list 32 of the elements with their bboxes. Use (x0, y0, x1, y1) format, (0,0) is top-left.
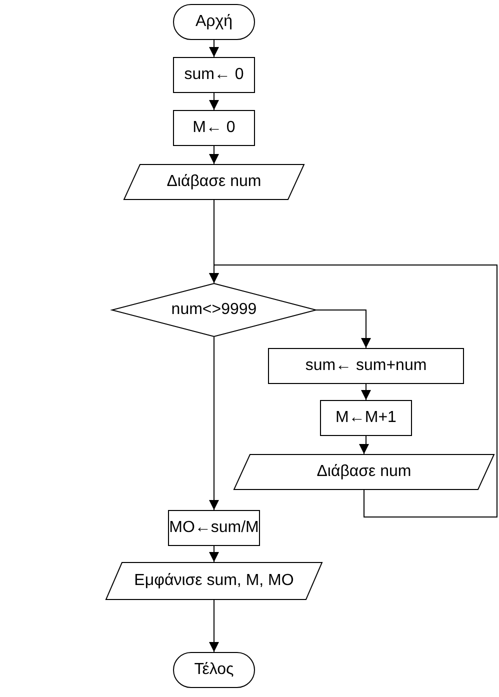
node-text: Διάβασε num (316, 463, 412, 481)
arrow (209, 92, 219, 110)
node-text: Διάβασε num (166, 173, 262, 191)
node-text: Τέλος (194, 661, 234, 679)
node-text: Εμφάνισε sum, M, MO (134, 572, 294, 590)
input-output-parallelogram (124, 164, 304, 200)
arrow (209, 40, 219, 58)
node-text: num<>9999 (171, 301, 257, 319)
terminal-shape (173, 4, 255, 40)
node-text: M←M+1 (336, 409, 396, 427)
terminal-shape (173, 652, 255, 688)
input-output-parallelogram (106, 562, 322, 600)
process-box (168, 510, 260, 546)
process-box (268, 348, 464, 384)
arrow (359, 436, 369, 454)
process-box (320, 400, 412, 436)
node-text: ΜΟ←sum/M (169, 519, 259, 537)
arrow (209, 146, 219, 164)
arrow (361, 384, 371, 400)
arrow (209, 336, 219, 510)
decision-diamond (112, 283, 316, 337)
input-output-parallelogram (234, 454, 494, 490)
node-text: sum← 0 (184, 66, 244, 84)
node-text: sum← sum+num (305, 357, 427, 375)
arrow (209, 264, 498, 518)
process-box (173, 57, 255, 93)
arrow (209, 600, 219, 652)
node-text: Αρχή (195, 13, 233, 31)
node-text: M← 0 (192, 119, 236, 137)
process-box (173, 110, 255, 146)
arrow (316, 310, 371, 348)
arrow (209, 546, 219, 562)
